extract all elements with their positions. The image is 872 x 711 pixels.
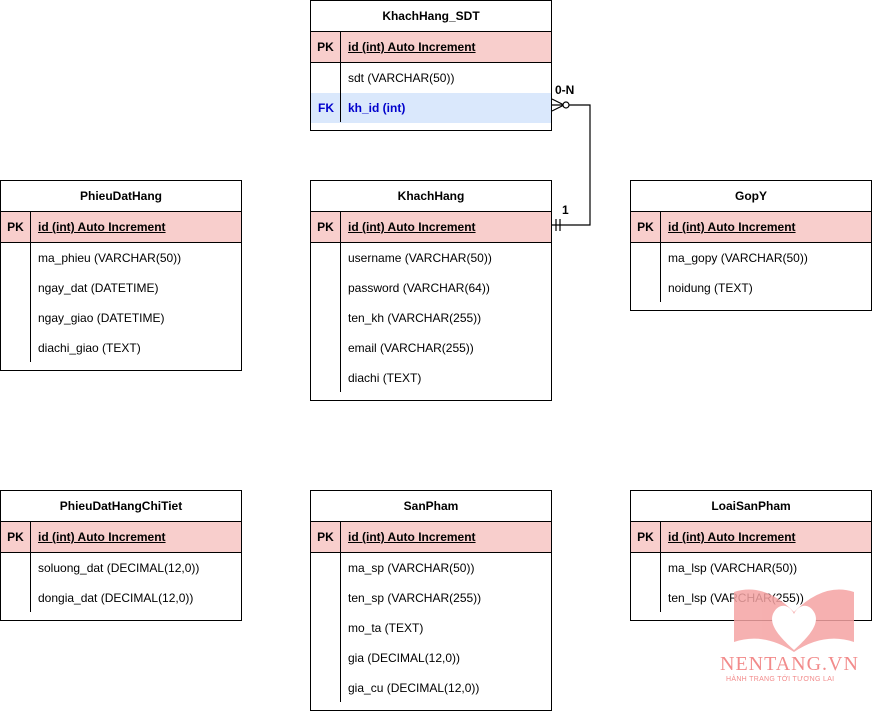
primary-key-row: PK id (int) Auto Increment bbox=[631, 212, 871, 243]
field-name: password (VARCHAR(64)) bbox=[348, 281, 490, 295]
entity-title: SanPham bbox=[311, 491, 551, 522]
field-name: diachi_giao (TEXT) bbox=[38, 341, 141, 355]
entity-khachhang[interactable]: KhachHang PK id (int) Auto Increment use… bbox=[310, 180, 552, 401]
field-row: soluong_dat (DECIMAL(12,0)) bbox=[1, 553, 241, 583]
field-name: noidung (TEXT) bbox=[668, 281, 753, 295]
entity-sanpham[interactable]: SanPham PK id (int) Auto Increment ma_sp… bbox=[310, 490, 552, 711]
column-divider bbox=[660, 552, 661, 612]
pk-label: PK bbox=[631, 522, 661, 552]
pk-label: PK bbox=[1, 212, 31, 242]
primary-key-row: PK id (int) Auto Increment bbox=[311, 32, 551, 63]
field-row: ma_sp (VARCHAR(50)) bbox=[311, 553, 551, 583]
field-row: gia_cu (DECIMAL(12,0)) bbox=[311, 673, 551, 703]
column-divider bbox=[340, 62, 341, 122]
pk-field: id (int) Auto Increment bbox=[348, 40, 476, 54]
pk-field: id (int) Auto Increment bbox=[668, 220, 796, 234]
field-row: ma_phieu (VARCHAR(50)) bbox=[1, 243, 241, 273]
field-row: mo_ta (TEXT) bbox=[311, 613, 551, 643]
primary-key-row: PK id (int) Auto Increment bbox=[1, 212, 241, 243]
field-name: ma_sp (VARCHAR(50)) bbox=[348, 561, 475, 575]
field-row: diachi (TEXT) bbox=[311, 363, 551, 393]
entity-loaisanpham[interactable]: LoaiSanPham PK id (int) Auto Increment m… bbox=[630, 490, 872, 621]
book-heart-logo-icon bbox=[734, 589, 854, 652]
field-name: ma_gopy (VARCHAR(50)) bbox=[668, 251, 808, 265]
column-divider bbox=[30, 552, 31, 612]
cardinality-many-label: 0-N bbox=[555, 83, 575, 97]
pk-label: PK bbox=[311, 212, 341, 242]
column-divider bbox=[340, 242, 341, 392]
field-row: dongia_dat (DECIMAL(12,0)) bbox=[1, 583, 241, 613]
relationship-line bbox=[552, 104, 591, 226]
foreign-key-row: FK kh_id (int) bbox=[311, 93, 551, 123]
field-row: noidung (TEXT) bbox=[631, 273, 871, 303]
field-name: ma_lsp (VARCHAR(50)) bbox=[668, 561, 798, 575]
pk-label: PK bbox=[311, 522, 341, 552]
field-name: dongia_dat (DECIMAL(12,0)) bbox=[38, 591, 194, 605]
field-name: gia_cu (DECIMAL(12,0)) bbox=[348, 681, 480, 695]
field-row: email (VARCHAR(255)) bbox=[311, 333, 551, 363]
primary-key-row: PK id (int) Auto Increment bbox=[311, 522, 551, 553]
field-name: ngay_giao (DATETIME) bbox=[38, 311, 165, 325]
entity-phieudathangchitiet[interactable]: PhieuDatHangChiTiet PK id (int) Auto Inc… bbox=[0, 490, 242, 621]
field-row: username (VARCHAR(50)) bbox=[311, 243, 551, 273]
entity-gopy[interactable]: GopY PK id (int) Auto Increment ma_gopy … bbox=[630, 180, 872, 311]
one-marker bbox=[555, 219, 561, 231]
entity-khachhang-sdt[interactable]: KhachHang_SDT PK id (int) Auto Increment… bbox=[310, 0, 552, 131]
field-row: ten_sp (VARCHAR(255)) bbox=[311, 583, 551, 613]
pk-field: id (int) Auto Increment bbox=[348, 220, 476, 234]
field-row: password (VARCHAR(64)) bbox=[311, 273, 551, 303]
field-row: gia (DECIMAL(12,0)) bbox=[311, 643, 551, 673]
column-divider bbox=[340, 552, 341, 702]
pk-field: id (int) Auto Increment bbox=[668, 530, 796, 544]
field-row: ma_lsp (VARCHAR(50)) bbox=[631, 553, 871, 583]
primary-key-row: PK id (int) Auto Increment bbox=[631, 522, 871, 553]
entity-phieudathang[interactable]: PhieuDatHang PK id (int) Auto Increment … bbox=[0, 180, 242, 371]
cardinality-one-label: 1 bbox=[562, 203, 569, 217]
field-name: sdt (VARCHAR(50)) bbox=[348, 71, 455, 85]
column-divider bbox=[30, 242, 31, 362]
fk-label: FK bbox=[318, 101, 334, 115]
watermark-brand: NENTANG.VN bbox=[720, 653, 859, 675]
pk-field: id (int) Auto Increment bbox=[38, 220, 166, 234]
field-name: mo_ta (TEXT) bbox=[348, 621, 424, 635]
entity-title: KhachHang bbox=[311, 181, 551, 212]
pk-label: PK bbox=[631, 212, 661, 242]
field-name: soluong_dat (DECIMAL(12,0)) bbox=[38, 561, 200, 575]
primary-key-row: PK id (int) Auto Increment bbox=[311, 212, 551, 243]
field-row: ngay_dat (DATETIME) bbox=[1, 273, 241, 303]
field-row: ten_kh (VARCHAR(255)) bbox=[311, 303, 551, 333]
field-row: sdt (VARCHAR(50)) bbox=[311, 63, 551, 93]
entity-title: PhieuDatHangChiTiet bbox=[1, 491, 241, 522]
field-name: diachi (TEXT) bbox=[348, 371, 422, 385]
field-name: username (VARCHAR(50)) bbox=[348, 251, 492, 265]
field-name: ten_kh (VARCHAR(255)) bbox=[348, 311, 482, 325]
fk-field: kh_id (int) bbox=[348, 101, 406, 115]
watermark-tagline: HÀNH TRANG TỚI TƯƠNG LAI bbox=[726, 676, 835, 683]
zero-marker bbox=[562, 101, 570, 109]
field-row: ngay_giao (DATETIME) bbox=[1, 303, 241, 333]
entity-title: GopY bbox=[631, 181, 871, 212]
primary-key-row: PK id (int) Auto Increment bbox=[1, 522, 241, 553]
field-row: diachi_giao (TEXT) bbox=[1, 333, 241, 363]
field-name: ma_phieu (VARCHAR(50)) bbox=[38, 251, 182, 265]
field-name: ten_sp (VARCHAR(255)) bbox=[348, 591, 482, 605]
entity-title: LoaiSanPham bbox=[631, 491, 871, 522]
field-row: ma_gopy (VARCHAR(50)) bbox=[631, 243, 871, 273]
column-divider bbox=[660, 242, 661, 302]
field-name: email (VARCHAR(255)) bbox=[348, 341, 474, 355]
field-name: gia (DECIMAL(12,0)) bbox=[348, 651, 461, 665]
pk-label: PK bbox=[311, 32, 341, 62]
entity-title: PhieuDatHang bbox=[1, 181, 241, 212]
pk-field: id (int) Auto Increment bbox=[348, 530, 476, 544]
pk-field: id (int) Auto Increment bbox=[38, 530, 166, 544]
entity-title: KhachHang_SDT bbox=[311, 1, 551, 32]
field-name: ngay_dat (DATETIME) bbox=[38, 281, 159, 295]
pk-label: PK bbox=[1, 522, 31, 552]
